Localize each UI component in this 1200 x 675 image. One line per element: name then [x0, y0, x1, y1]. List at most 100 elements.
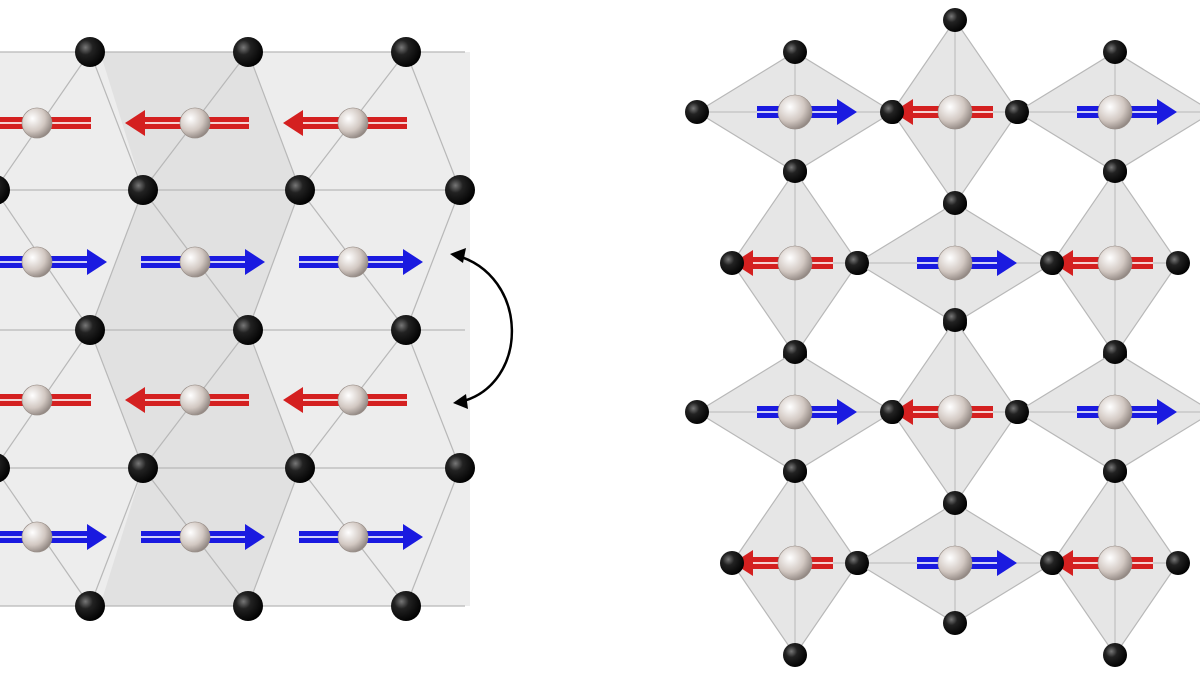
anion-atom: [75, 315, 105, 345]
magnetic-ion: [937, 394, 973, 430]
arrow-head: [245, 249, 265, 275]
anion-atom: [0, 453, 10, 483]
anion-atom: [720, 251, 744, 275]
anion-atom: [233, 37, 263, 67]
bond-edge: [247, 189, 301, 331]
magnetic-ion: [21, 521, 53, 553]
bond-edge: [247, 467, 301, 607]
anion-atom: [783, 159, 807, 183]
bond-edge: [247, 51, 301, 191]
anion-atom: [783, 40, 807, 64]
anion-atom: [391, 37, 421, 67]
magnetic-ion: [179, 107, 211, 139]
anion-atom: [128, 175, 158, 205]
octahedron: [880, 308, 1030, 516]
octahedron: [720, 459, 870, 667]
anion-atom: [285, 175, 315, 205]
bond-edge: [405, 467, 461, 607]
magnetic-ion: [21, 384, 53, 416]
arrow-head: [245, 524, 265, 550]
anion-atom: [445, 453, 475, 483]
magnetic-ion: [937, 94, 973, 130]
bond-edge: [405, 329, 461, 469]
anion-atom: [685, 100, 709, 124]
arrow-head: [87, 249, 107, 275]
anion-atom: [1040, 551, 1064, 575]
triangular-lattice-panel: [0, 37, 514, 621]
arrow-head: [87, 524, 107, 550]
anion-atom: [1040, 251, 1064, 275]
arrow-head: [283, 387, 303, 413]
magnetic-ion: [21, 246, 53, 278]
anion-atom: [943, 8, 967, 32]
anion-atom: [75, 37, 105, 67]
bond-edge: [89, 467, 144, 607]
magnetic-ion: [21, 107, 53, 139]
anion-atom: [1103, 459, 1127, 483]
bond-edge: [89, 51, 144, 191]
magnetic-ion: [1097, 394, 1133, 430]
anion-atom: [285, 453, 315, 483]
exchange-curved-arrow: [454, 253, 514, 404]
octahedron: [1005, 40, 1200, 184]
anion-atom: [943, 191, 967, 215]
arrow-head: [283, 110, 303, 136]
magnetic-ion: [1097, 245, 1133, 281]
magnetic-ion: [179, 521, 211, 553]
bond-edge: [247, 329, 301, 469]
anion-atom: [880, 400, 904, 424]
magnetic-ion: [1097, 545, 1133, 581]
arrow-head: [403, 249, 423, 275]
anion-atom: [233, 591, 263, 621]
octahedron: [1040, 159, 1190, 367]
magnetic-ion: [937, 545, 973, 581]
anion-atom: [943, 308, 967, 332]
arrow-head: [997, 250, 1017, 276]
arrow-head: [403, 524, 423, 550]
magnetic-ion: [777, 94, 813, 130]
magnetic-ion: [337, 246, 369, 278]
anion-atom: [391, 315, 421, 345]
anion-atom: [1103, 40, 1127, 64]
anion-atom: [783, 459, 807, 483]
anion-atom: [880, 100, 904, 124]
anion-atom: [943, 611, 967, 635]
anion-atom: [783, 340, 807, 364]
bond-edge: [89, 189, 144, 331]
anion-atom: [845, 551, 869, 575]
magnetic-ion: [777, 545, 813, 581]
magnetic-ion: [337, 384, 369, 416]
magnetic-ion: [1097, 94, 1133, 130]
anion-atom: [1166, 251, 1190, 275]
magnetic-ion: [337, 107, 369, 139]
magnetic-ion: [937, 245, 973, 281]
anion-atom: [943, 491, 967, 515]
anion-atom: [128, 453, 158, 483]
magnetic-ion: [337, 521, 369, 553]
arrow-head: [450, 248, 466, 263]
bond-edge: [405, 189, 461, 331]
anion-atom: [783, 643, 807, 667]
octahedral-lattice-panel: [685, 8, 1200, 667]
anion-atom: [391, 591, 421, 621]
arrow-head: [997, 550, 1017, 576]
anion-atom: [720, 551, 744, 575]
magnetic-ion: [179, 384, 211, 416]
arrow-head: [1157, 99, 1177, 125]
anion-atom: [1166, 551, 1190, 575]
bond-edge: [405, 51, 461, 191]
anion-atom: [685, 400, 709, 424]
anion-atom: [1005, 100, 1029, 124]
anion-atom: [1005, 400, 1029, 424]
arrow-head: [1157, 399, 1177, 425]
octahedron: [1005, 340, 1200, 484]
magnetic-ion: [777, 394, 813, 430]
bond-edge: [89, 329, 144, 469]
octahedron: [880, 8, 1030, 216]
anion-atom: [233, 315, 263, 345]
anion-atom: [1103, 643, 1127, 667]
arrow-head: [837, 399, 857, 425]
anion-atom: [0, 175, 10, 205]
anion-atom: [1103, 159, 1127, 183]
